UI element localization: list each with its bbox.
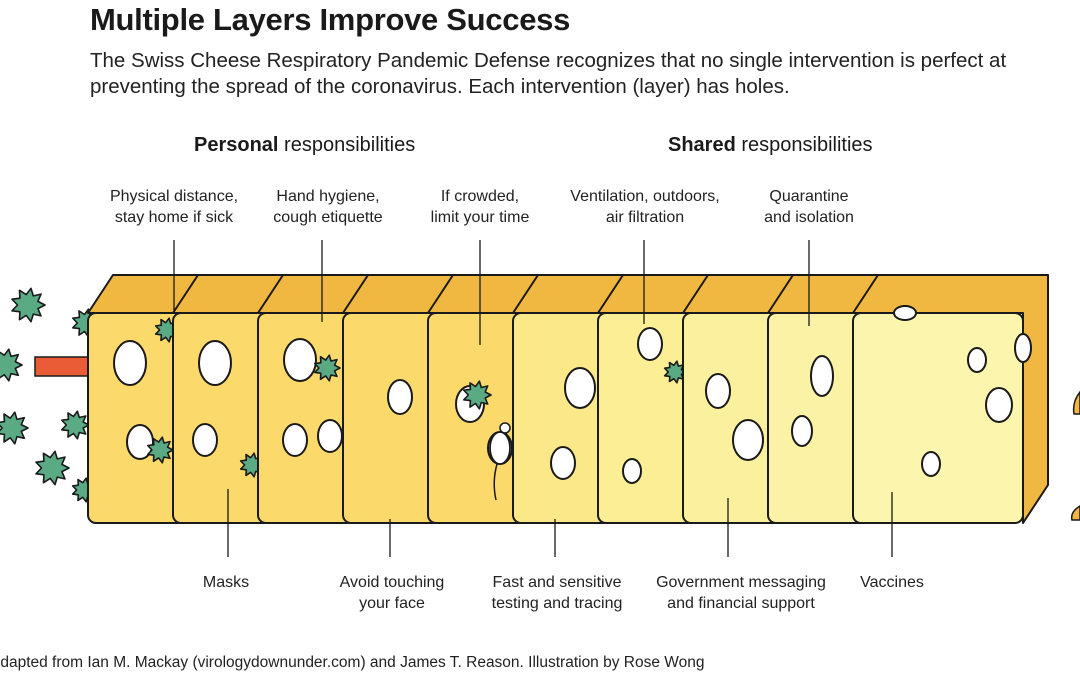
bottom-label-line1: Vaccines [860, 574, 924, 591]
cheese-hole [705, 373, 731, 409]
cheese-slice-edge [852, 274, 1049, 524]
mouse-body [489, 431, 511, 465]
virus-icon [35, 450, 70, 486]
top-label-quarantine: Quarantine and isolation [744, 186, 874, 228]
virus-icon [61, 410, 90, 440]
cheese-notch [893, 305, 917, 321]
offscreen-figure [1072, 390, 1080, 415]
virus-icon [11, 287, 46, 323]
top-label-ventilation: Ventilation, outdoors, air filtration [560, 186, 730, 228]
diagram-subtitle: The Swiss Cheese Respiratory Pandemic De… [90, 49, 1007, 98]
personal-responsibilities-heading: Personal responsibilities [194, 134, 415, 157]
top-label-line1: Hand hygiene, [276, 188, 380, 205]
cheese-hole [985, 387, 1013, 423]
cheese-slices [87, 274, 1049, 524]
offscreen-figure [1070, 505, 1080, 521]
label-leader-lines [173, 240, 893, 557]
virus-icon [0, 411, 29, 445]
bottom-label-line1: Masks [202, 574, 250, 591]
virus-icon [314, 354, 341, 382]
top-label-line1: If crowded, [440, 188, 520, 205]
cheese-hole [113, 340, 147, 386]
top-label-line1: Ventilation, outdoors, [570, 188, 720, 205]
cheese-hole [810, 355, 834, 397]
cheese-hole [387, 379, 413, 415]
virus-icon [463, 380, 492, 410]
cheese-hole [282, 423, 308, 457]
bottom-label-line1: Avoid touching [339, 574, 445, 591]
cheese-hole [317, 419, 343, 453]
cheese-hole [198, 340, 232, 386]
bottom-label-masks: Masks [176, 572, 276, 593]
cheese-notch [1014, 333, 1032, 363]
cheese-hole [967, 347, 987, 373]
personal-bold: Personal [194, 134, 279, 156]
cheese-hole [732, 419, 764, 461]
bottom-label-line1: Fast and sensitive [492, 574, 622, 591]
virus-group-back [0, 287, 101, 503]
top-label-physical-distance: Physical distance, stay home if sick [104, 186, 244, 228]
shared-responsibilities-heading: Shared responsibilities [668, 134, 873, 157]
personal-rest: responsibilities [278, 134, 416, 156]
cheese-hole [622, 458, 642, 484]
top-label-line2: stay home if sick [114, 209, 234, 226]
top-label-if-crowded: If crowded, limit your time [410, 186, 550, 228]
top-label-line2: and isolation [764, 209, 854, 226]
top-label-line1: Quarantine [769, 188, 849, 205]
virus-icon [663, 360, 687, 384]
bottom-label-government: Government messaging and financial suppo… [646, 572, 836, 614]
virus-icon [147, 436, 174, 464]
illustration-credit: Adapted from Ian M. Mackay (virologydown… [0, 654, 705, 671]
diagram-title: Multiple Layers Improve Success [90, 2, 571, 37]
top-label-line2: cough etiquette [273, 209, 383, 226]
mouse-ear [499, 422, 511, 434]
cheese-hole [192, 423, 218, 457]
shared-rest: responsibilities [735, 134, 873, 156]
top-label-hand-hygiene: Hand hygiene, cough etiquette [258, 186, 398, 228]
cheese-hole [921, 451, 941, 477]
cheese-hole [791, 415, 813, 447]
shared-bold: Shared [668, 134, 736, 156]
bottom-label-testing: Fast and sensitive testing and tracing [482, 572, 632, 614]
bottom-label-line2: your face [359, 595, 425, 612]
mouse-tail [493, 463, 498, 501]
top-label-line2: air filtration [605, 209, 685, 226]
top-label-line2: limit your time [430, 209, 530, 226]
virus-icon [0, 348, 23, 382]
cheese-hole [550, 446, 576, 480]
cheese-slice-10 [852, 274, 1049, 524]
mouse-illustration [489, 390, 1080, 521]
bottom-label-line1: Government messaging [656, 574, 826, 591]
cheese-hole [637, 327, 663, 361]
bottom-label-vaccines: Vaccines [842, 572, 942, 593]
bottom-label-avoid-touching: Avoid touching your face [322, 572, 462, 614]
cheese-hole [283, 338, 317, 382]
bottom-label-line2: testing and tracing [491, 595, 623, 612]
top-label-line1: Physical distance, [109, 188, 239, 205]
cheese-hole [564, 367, 596, 409]
bottom-label-line2: and financial support [667, 595, 815, 612]
